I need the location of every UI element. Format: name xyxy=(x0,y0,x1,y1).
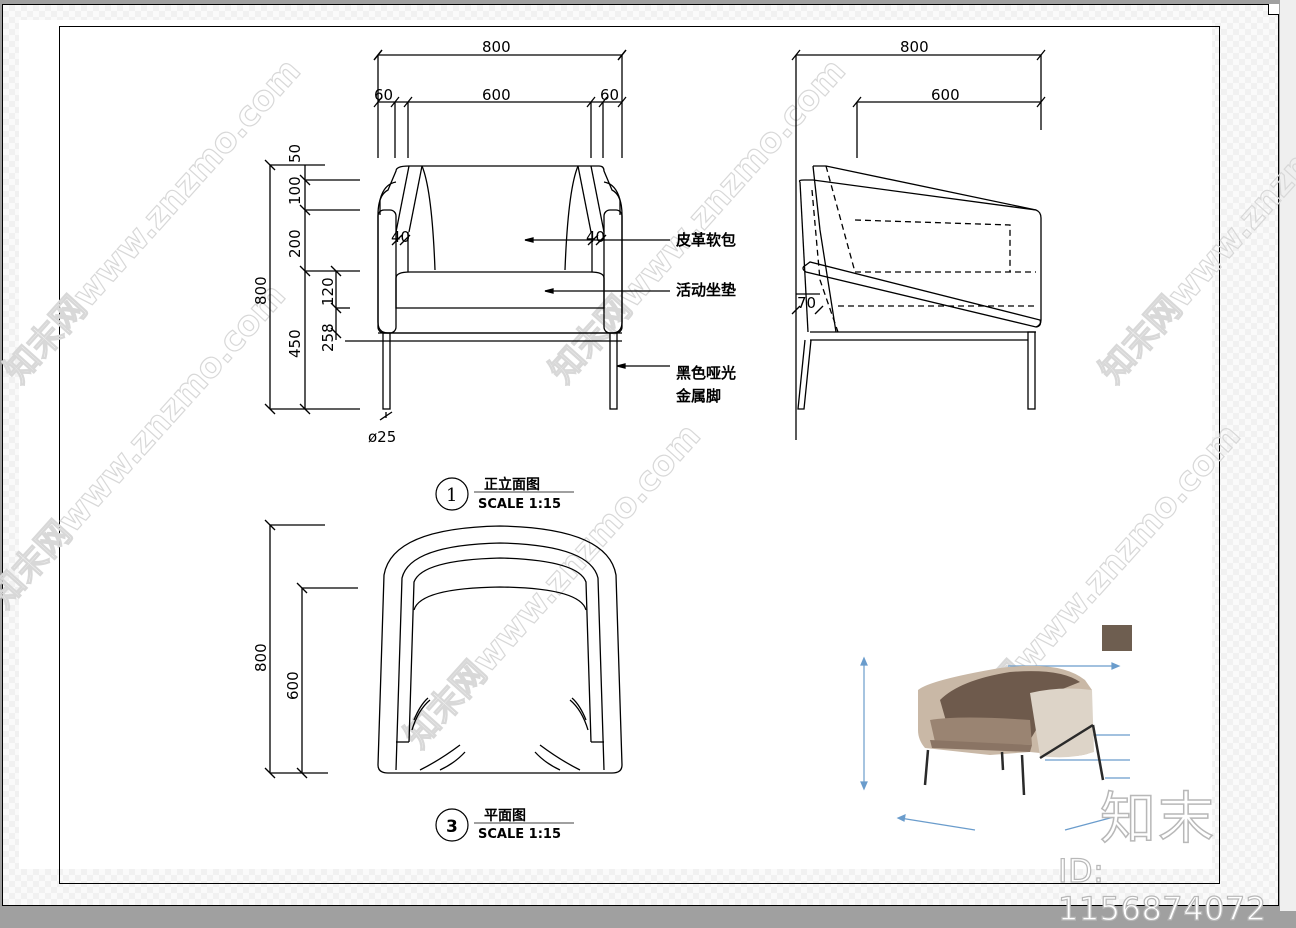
view-title: 平面图 xyxy=(484,808,526,824)
dim-left-arm: 60 xyxy=(374,86,393,104)
callout-removable-cushion: 活动坐垫 xyxy=(676,281,736,299)
title-block-front: 1 正立面图 SCALE 1:15 xyxy=(435,476,574,512)
dim-plan-overall-depth: 800 xyxy=(252,643,270,672)
view-number: 3 xyxy=(446,817,458,837)
dim-leg-diameter: ø25 xyxy=(368,428,396,446)
side-elevation-labels: 800 600 70 xyxy=(797,38,960,312)
dim-120: 120 xyxy=(319,277,337,306)
watermark-text: 知末网www.znzmo.com xyxy=(1092,51,1296,391)
metal-legs xyxy=(923,723,1105,796)
view-scale: SCALE 1:15 xyxy=(478,827,561,842)
dim-200: 200 xyxy=(286,229,304,258)
dim-plan-seat-depth: 600 xyxy=(284,671,302,700)
drawing-frame xyxy=(59,26,1220,884)
view-scale: SCALE 1:15 xyxy=(478,497,561,512)
dim-seat-height: 450 xyxy=(286,329,304,358)
product-photo xyxy=(860,625,1132,831)
dim-inner-width: 600 xyxy=(482,86,511,104)
view-number: 1 xyxy=(446,485,457,506)
callout-metal-leg-line1: 黑色哑光 xyxy=(676,364,736,382)
dim-50: 50 xyxy=(286,144,304,163)
site-watermarks: 知末网www.znzmo.com 知末网www.znzmo.com 知末网www… xyxy=(0,50,1296,756)
front-elevation xyxy=(264,49,670,421)
callout-metal-leg-line2: 金属脚 xyxy=(675,387,721,405)
brand-watermark: 知末 xyxy=(1099,786,1216,853)
watermark-text: 知末网www.znzmo.com xyxy=(397,416,709,756)
plan-view xyxy=(264,519,623,779)
viewer-side-panel xyxy=(1280,0,1296,911)
page-corner-fold-icon xyxy=(1268,4,1279,15)
id-watermark: ID: 1156874072 xyxy=(1057,851,1267,928)
dim-right-arm: 60 xyxy=(600,86,619,104)
dim-side-70: 70 xyxy=(797,294,816,312)
callout-leather-upholstery: 皮革软包 xyxy=(676,231,736,249)
watermark-text: 知末网www.znzmo.com xyxy=(0,51,309,391)
plan-view-labels: 800 600 xyxy=(252,643,302,700)
view-title: 正立面图 xyxy=(484,476,540,493)
front-elevation-labels: 800 600 60 60 800 50 100 200 120 258 450… xyxy=(252,38,736,446)
dim-side-overall-depth: 800 xyxy=(900,38,929,56)
dim-side-seat-depth: 600 xyxy=(931,86,960,104)
dim-arm-left-40: 40 xyxy=(391,228,410,246)
dim-258: 258 xyxy=(319,323,337,352)
title-block-plan: 3 平面图 SCALE 1:15 xyxy=(435,808,574,842)
side-elevation xyxy=(791,49,1046,440)
dim-overall-width: 800 xyxy=(482,38,511,56)
dim-100: 100 xyxy=(286,176,304,205)
material-swatch xyxy=(1102,625,1132,651)
dim-overall-height: 800 xyxy=(252,276,270,305)
dim-arm-right-40: 40 xyxy=(586,228,605,246)
